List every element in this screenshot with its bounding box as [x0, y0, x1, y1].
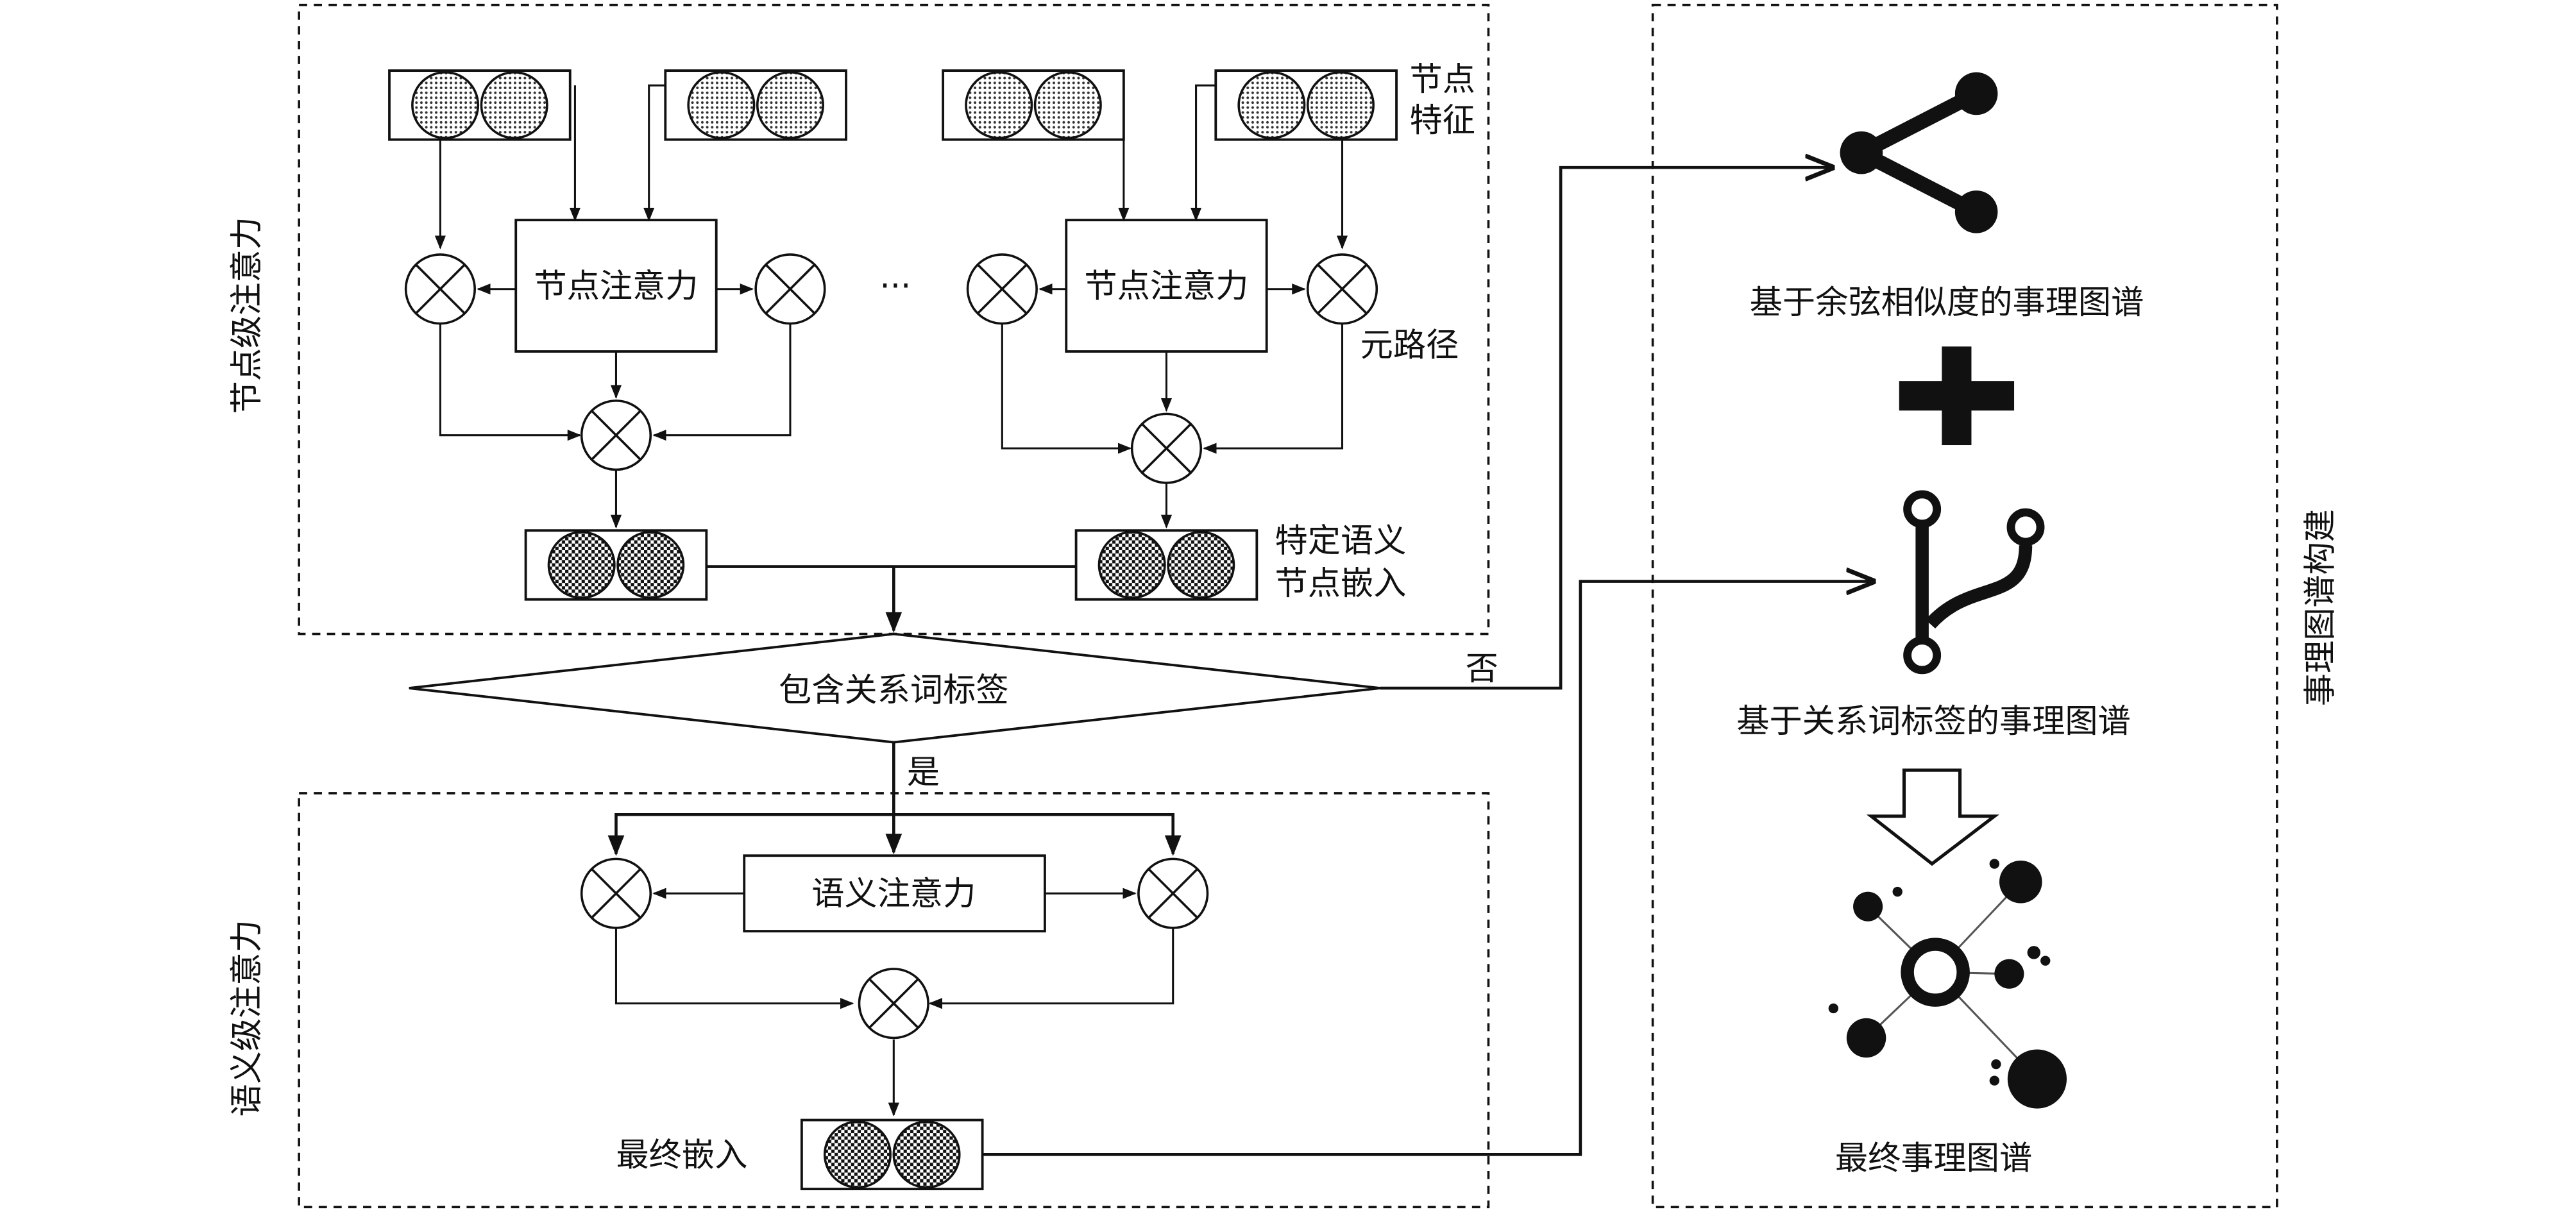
specific-semantic-embedding-box-right: [1074, 529, 1258, 601]
multiply-operator-icon: [580, 857, 652, 929]
multiply-operator-icon: [1137, 857, 1209, 929]
final-kg-label: 最终事理图谱: [1835, 1139, 2032, 1177]
kg-construction-title: 事理图谱构建: [2301, 509, 2339, 706]
node-level-connectors-right: [1001, 84, 1348, 529]
semantic-level-attention-title: 语义级注意力: [228, 920, 266, 1116]
down-arrow-icon: [1866, 768, 1999, 866]
node-attention-label-left: 节点注意力: [534, 267, 698, 306]
network-graph-icon: [1828, 859, 2067, 1109]
embedding-merge-connectors: [706, 565, 1076, 633]
relation-tag-decision: 包含关系词标签 是 否: [409, 632, 1498, 792]
decision-label: 包含关系词标签: [779, 671, 1009, 710]
semantic-attention-box: [743, 854, 1046, 932]
kg-construction-section: 事理图谱构建 基于余弦相似度的事理图谱 基于关系词标签的事理图谱: [1651, 3, 2339, 1209]
metapath-label: 元路径: [1360, 326, 1459, 365]
node-attention-box-right: [1065, 219, 1268, 353]
specific-embedding-label-line1: 特定语义: [1275, 521, 1407, 560]
node-feature-box-2: [664, 69, 847, 141]
relation-tag-kg-label: 基于关系词标签的事理图谱: [1736, 702, 2131, 741]
node-feature-label-line1: 节点: [1410, 60, 1475, 99]
node-level-connectors-left: [434, 84, 792, 529]
kg-construction-region-border: [1651, 3, 2278, 1209]
multiply-operator-icon: [1130, 412, 1203, 484]
specific-embedding-label-line2: 节点嵌入: [1275, 564, 1407, 603]
final-embedding-label: 最终嵌入: [616, 1136, 747, 1174]
multiply-operator-icon: [754, 253, 826, 325]
final-embedding-arrow: [982, 582, 1873, 1156]
semantic-attention-label: 语义注意力: [811, 875, 976, 913]
node-level-attention-title: 节点级注意力: [228, 217, 266, 414]
plus-icon: [1899, 346, 2015, 446]
semantic-level-attention-section: 语义级注意力 语义注意力 最终嵌入: [228, 742, 1490, 1209]
node-level-attention-section: 节点级注意力 节点注意力 节点注意力: [228, 3, 1490, 635]
decision-yes-label: 是: [907, 753, 940, 792]
share-icon: [1840, 72, 1998, 233]
multiply-operator-icon: [404, 253, 476, 325]
no-branch-arrow: [1380, 167, 1831, 690]
branch-icon: [1903, 490, 2045, 675]
multiply-operator-icon: [966, 253, 1038, 325]
multiply-operator-icon: [858, 968, 929, 1039]
specific-semantic-embedding-box-left: [524, 529, 708, 601]
ellipsis: ···: [879, 267, 911, 306]
decision-no-label: 否: [1466, 650, 1498, 688]
node-attention-label-right: 节点注意力: [1084, 267, 1248, 306]
multiply-operator-icon: [580, 400, 652, 471]
node-feature-box-1: [388, 69, 572, 141]
cosine-similarity-kg-label: 基于余弦相似度的事理图谱: [1750, 283, 2144, 322]
node-feature-label-line2: 特征: [1410, 101, 1475, 140]
decision-diamond: [409, 632, 1380, 744]
semantic-level-connectors: [607, 742, 1182, 1117]
multiply-operator-icon: [1306, 253, 1378, 325]
node-attention-box-left: [514, 219, 718, 353]
final-embedding-box: [800, 1118, 984, 1191]
node-feature-box-3: [942, 69, 1125, 141]
node-feature-box-4: [1214, 69, 1398, 141]
